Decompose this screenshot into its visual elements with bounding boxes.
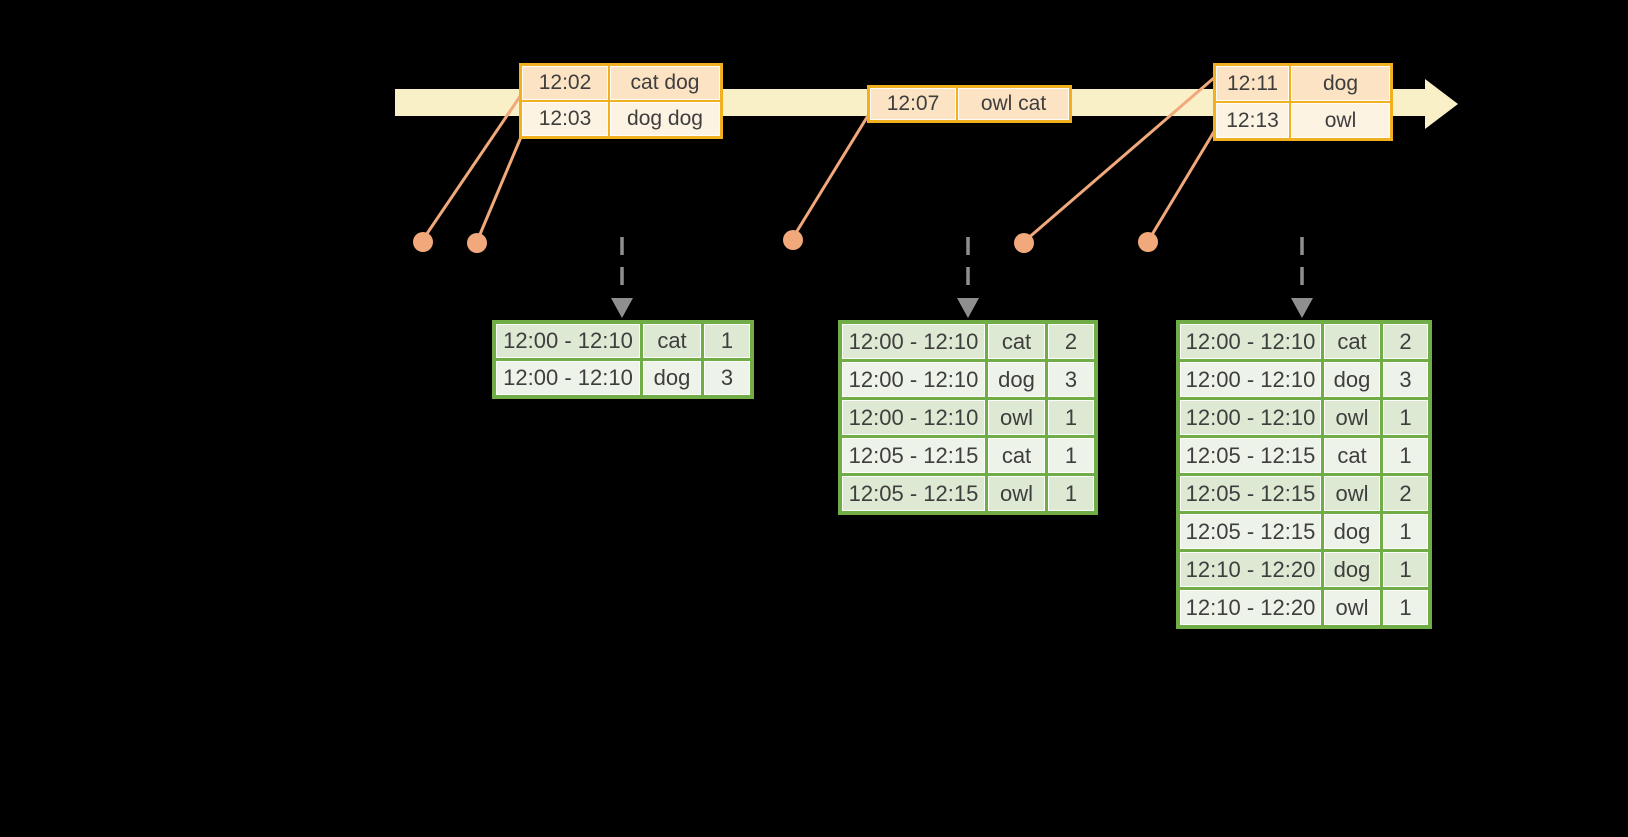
result-cell-window: 12:00 - 12:10 [1180, 362, 1321, 397]
result-cell-window: 12:05 - 12:15 [1180, 476, 1321, 511]
result-cell-window: 12:05 - 12:15 [842, 476, 985, 511]
result-cell-count: 1 [1383, 514, 1428, 549]
result-cell-count: 1 [1048, 400, 1094, 435]
event-cell-time: 12:13 [1216, 103, 1289, 138]
event-markers [413, 230, 1158, 253]
event-dot-icon [1014, 233, 1034, 253]
result-cell-word: owl [1324, 400, 1380, 435]
result-cell-window: 12:10 - 12:20 [1180, 552, 1321, 587]
result-cell-window: 12:00 - 12:10 [496, 361, 640, 395]
result-cell-count: 2 [1048, 324, 1094, 359]
result-cell-count: 1 [1048, 476, 1094, 511]
result-cell-count: 1 [1048, 438, 1094, 473]
result-cell-window: 12:00 - 12:10 [1180, 324, 1321, 359]
event-cell-words: owl [1291, 103, 1390, 138]
result-cell-count: 3 [1383, 362, 1428, 397]
result-cell-word: owl [988, 400, 1045, 435]
result-cell-word: dog [1324, 552, 1380, 587]
event-cell-time: 12:03 [522, 102, 608, 136]
event-cell-time: 12:07 [870, 88, 956, 120]
result-cell-count: 1 [1383, 438, 1428, 473]
leader-line [1148, 129, 1217, 239]
result-cell-count: 2 [1383, 476, 1428, 511]
result-cell-window: 12:05 - 12:15 [1180, 514, 1321, 549]
trigger-arrow-head-icon [611, 298, 633, 318]
result-cell-count: 1 [1383, 400, 1428, 435]
trigger-arrows [611, 237, 1313, 318]
event-cell-words: owl cat [958, 88, 1069, 120]
result-cell-window: 12:00 - 12:10 [842, 400, 985, 435]
event-cell-words: cat dog [610, 66, 720, 100]
result-cell-word: dog [1324, 514, 1380, 549]
result-cell-word: cat [1324, 438, 1380, 473]
event-dot-icon [467, 233, 487, 253]
result-cell-window: 12:10 - 12:20 [1180, 590, 1321, 625]
result-cell-word: dog [1324, 362, 1380, 397]
result-cell-count: 3 [704, 361, 750, 395]
result-cell-count: 2 [1383, 324, 1428, 359]
result-cell-word: owl [988, 476, 1045, 511]
result-cell-window: 12:00 - 12:10 [1180, 400, 1321, 435]
result-cell-word: cat [988, 438, 1045, 473]
result-cell-word: cat [1324, 324, 1380, 359]
result-cell-window: 12:00 - 12:10 [842, 362, 985, 397]
result-cell-word: owl [1324, 476, 1380, 511]
event-cell-words: dog dog [610, 102, 720, 136]
result-cell-count: 1 [1383, 552, 1428, 587]
result-cell-word: owl [1324, 590, 1380, 625]
result-cell-window: 12:05 - 12:15 [1180, 438, 1321, 473]
event-cell-time: 12:11 [1216, 66, 1289, 101]
event-dot-icon [783, 230, 803, 250]
result-cell-word: dog [988, 362, 1045, 397]
result-cell-word: dog [643, 361, 701, 395]
result-cell-count: 1 [704, 324, 750, 358]
trigger-arrow-head-icon [1291, 298, 1313, 318]
timeline-arrowhead-icon [1425, 79, 1458, 129]
event-cell-time: 12:02 [522, 66, 608, 100]
leader-line [476, 129, 526, 240]
result-cell-window: 12:00 - 12:10 [496, 324, 640, 358]
event-dot-icon [1138, 232, 1158, 252]
result-cell-word: cat [643, 324, 701, 358]
result-cell-word: cat [988, 324, 1045, 359]
event-dot-icon [413, 232, 433, 252]
event-leader-lines [422, 75, 1217, 242]
trigger-arrow-head-icon [957, 298, 979, 318]
leader-line [1025, 75, 1216, 242]
leader-line [422, 94, 523, 239]
result-cell-window: 12:05 - 12:15 [842, 438, 985, 473]
event-cell-words: dog [1291, 66, 1390, 101]
result-cell-count: 3 [1048, 362, 1094, 397]
leader-line [792, 113, 871, 237]
result-cell-window: 12:00 - 12:10 [842, 324, 985, 359]
result-cell-count: 1 [1383, 590, 1428, 625]
